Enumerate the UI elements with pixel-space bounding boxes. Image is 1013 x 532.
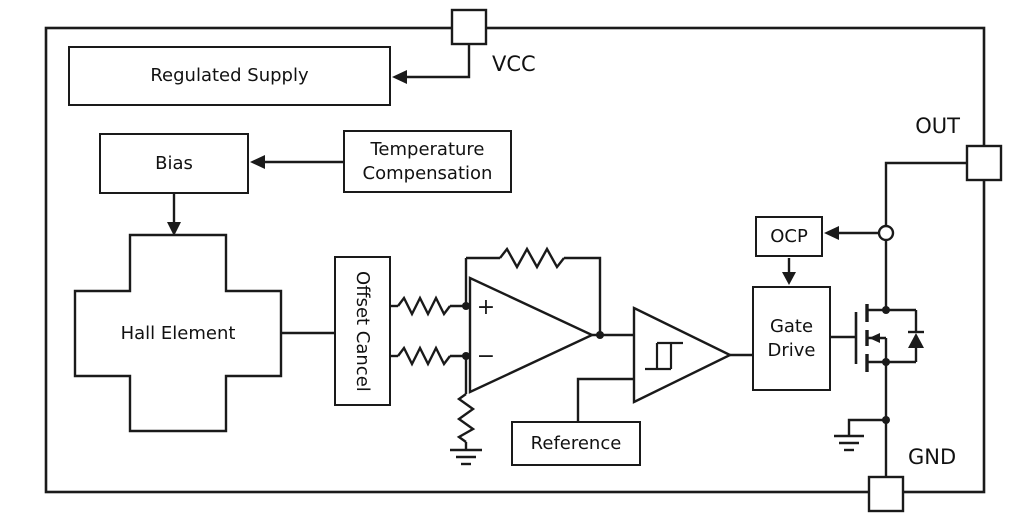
comparator-symbol [632,306,733,404]
hall-element-outline [73,233,283,433]
wire-feedback [564,256,602,335]
junction-dot [462,352,470,360]
resistor-symbol [456,393,476,443]
reference-label: Reference [530,432,622,454]
resistor-symbol [499,246,565,270]
ocp-label: OCP [770,225,808,247]
regulated-supply-label: Regulated Supply [150,65,309,87]
junction-dot [462,302,470,310]
chip-boundary [44,26,986,494]
bias-block: Bias [99,133,249,194]
ground-symbol [834,434,864,452]
opamp-symbol [468,276,595,394]
hall-element-block: Hall Element [80,315,276,351]
gnd-pin-label: GND [908,445,957,469]
ground-symbol [450,448,482,466]
arrowhead [824,226,839,240]
hall-element-label: Hall Element [120,322,236,344]
arrowhead [782,272,796,285]
arrowhead [250,155,265,169]
junction-dot [882,358,890,366]
wire-ground-branch [847,418,886,436]
ocp-block: OCP [755,216,823,257]
mosfet-body-arrow-icon [869,333,880,343]
temperature-compensation-block: Temperature Compensation [343,130,512,193]
wire-out [884,161,967,226]
offset-cancel-block: Offset Cancel [334,256,391,406]
junction-dot [882,416,890,424]
reference-block: Reference [511,421,641,466]
resistor-symbol [397,295,451,317]
gate-drive-label: Gate Drive [767,316,816,361]
arrowheads [167,70,839,285]
output-node-circle [877,224,895,242]
opamp-minus-label: − [477,344,495,369]
junction-dot [596,331,604,339]
hysteresis-icon [645,341,683,371]
offset-cancel-label: Offset Cancel [352,270,374,392]
junction-dot [882,306,890,314]
arrowhead [167,222,181,236]
vcc-pin-label: VCC [492,52,536,76]
out-pin-label: OUT [915,114,960,138]
temperature-compensation-label: Temperature Compensation [362,139,493,184]
wire-vcc [406,44,471,79]
bias-label: Bias [155,152,193,174]
gate-drive-block: Gate Drive [752,286,831,391]
wire-reference [576,377,634,421]
resistor-symbol [397,345,451,367]
regulated-supply-block: Regulated Supply [68,46,391,106]
arrowhead [392,70,407,84]
body-diode-symbol [886,308,924,364]
out-pin [965,144,1003,182]
opamp-plus-label: + [477,295,495,320]
junction-dots [462,302,890,424]
vcc-pin [450,8,488,46]
mosfet-symbol [854,304,888,372]
gnd-pin [867,475,905,513]
